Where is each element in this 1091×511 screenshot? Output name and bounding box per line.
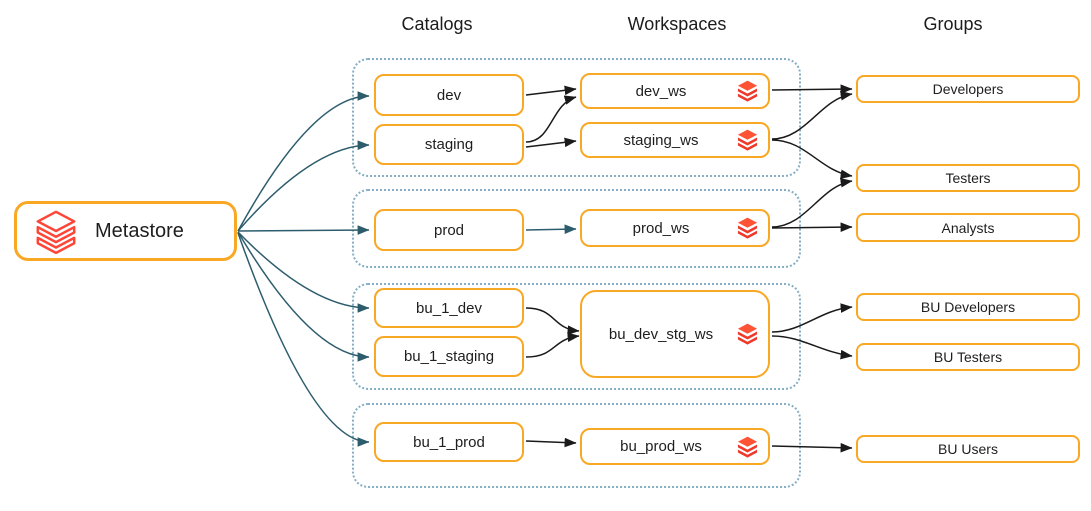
catalog-label: bu_1_staging	[403, 348, 495, 365]
edge-metastore-bu-1-dev	[237, 231, 370, 313]
catalog-node-bu-1-prod: bu_1_prod	[374, 422, 524, 462]
workspace-node-bu-dev-stg-ws: bu_dev_stg_ws	[580, 290, 770, 378]
group-node-bu-testers: BU Testers	[856, 343, 1080, 371]
databricks-icon	[737, 217, 758, 239]
group-label: BU Developers	[920, 299, 1016, 315]
workspace-label: bu_prod_ws	[620, 438, 702, 455]
databricks-outline-icon	[36, 210, 76, 254]
databricks-icon	[737, 80, 758, 102]
group-node-developers: Developers	[856, 75, 1080, 103]
edge-metastore-bu-1-prod	[237, 232, 370, 447]
databricks-icon	[737, 129, 758, 151]
column-header-catalogs: Catalogs	[401, 14, 473, 34]
workspace-node-bu-prod-ws: bu_prod_ws	[580, 428, 770, 465]
catalog-node-staging: staging	[374, 124, 524, 165]
column-header-workspaces: Workspaces	[627, 14, 727, 34]
databricks-icon	[737, 323, 758, 345]
catalog-node-prod: prod	[374, 209, 524, 251]
catalog-label: prod	[433, 221, 465, 239]
group-label: Testers	[945, 170, 991, 186]
metastore-label: Metastore	[95, 219, 184, 242]
group-node-bu-users: BU Users	[856, 435, 1080, 463]
group-label: BU Users	[938, 441, 998, 457]
group-label: Analysts	[941, 219, 995, 236]
group-node-analysts: Analysts	[856, 213, 1080, 242]
workspace-node-staging-ws: staging_ws	[580, 122, 770, 158]
databricks-icon	[737, 436, 758, 458]
edge-metastore-bu-1-staging	[237, 231, 370, 362]
workspace-label: prod_ws	[632, 219, 690, 237]
workspace-label: staging_ws	[623, 131, 699, 149]
catalog-label: dev	[436, 86, 462, 104]
catalog-label: bu_1_dev	[416, 299, 482, 317]
edge-metastore-dev	[237, 91, 370, 232]
catalog-node-bu-1-staging: bu_1_staging	[374, 336, 524, 377]
column-header-groups: Groups	[923, 14, 983, 34]
workspace-label: bu_dev_stg_ws	[608, 325, 714, 343]
workspace-node-prod-ws: prod_ws	[580, 209, 770, 247]
metastore-node: Metastore	[14, 201, 237, 261]
catalog-node-bu-1-dev: bu_1_dev	[374, 288, 524, 328]
catalog-label: bu_1_prod	[413, 433, 485, 451]
workspace-node-dev-ws: dev_ws	[580, 73, 770, 109]
edge-metastore-staging	[237, 140, 370, 232]
group-label: Developers	[932, 81, 1004, 97]
edge-metastore-prod	[237, 225, 370, 235]
group-node-testers: Testers	[856, 164, 1080, 192]
group-label: BU Testers	[933, 349, 1003, 365]
workspace-label: dev_ws	[635, 82, 687, 100]
group-node-bu-developers: BU Developers	[856, 293, 1080, 321]
catalog-node-dev: dev	[374, 74, 524, 116]
catalog-label: staging	[424, 136, 474, 153]
